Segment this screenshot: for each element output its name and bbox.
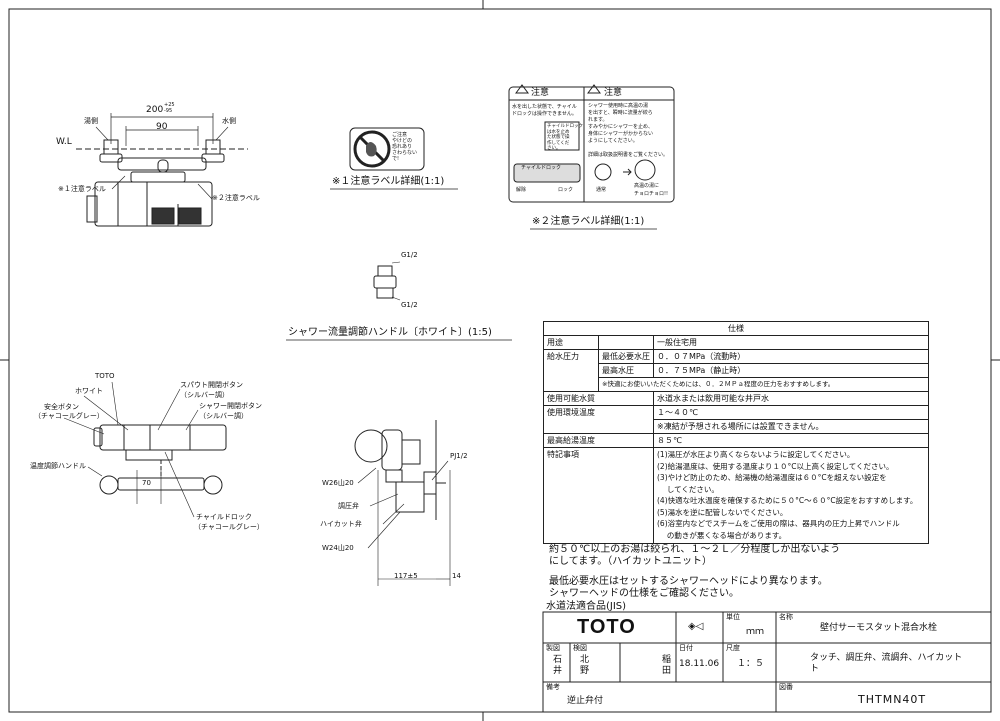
label2-title-left: 注意	[531, 88, 550, 98]
side-pressure-valve: 調圧弁	[338, 502, 359, 510]
drawing-no-label: 図番	[779, 683, 793, 691]
drawing-number: THTMN40T	[858, 693, 927, 706]
note-line-4: シャワーヘッドの仕様をご確認ください。	[549, 588, 739, 599]
label2-release: 解除	[516, 187, 527, 193]
handle-g-top: G1/2	[401, 251, 418, 259]
scale-label: 尺度	[726, 644, 740, 652]
dim-90: 90	[156, 122, 168, 132]
note-line-2: にしてます。（ハイカットユニット）	[549, 556, 712, 567]
note-line-3: 最低必要水圧はセットするシャワーヘッドにより異なります。	[549, 576, 828, 587]
spec-row: 給水圧力 最低必要水圧 ０．０７MPa（流動時）	[543, 349, 929, 392]
handle-caption: シャワー流量調節ハンドル〔ホワイト〕(1:5)	[288, 327, 492, 338]
spec-row: 使用環境温度 １～４０℃	[543, 405, 929, 434]
hot-side-label: 湯側	[84, 117, 98, 125]
label2-lock: ロック	[558, 187, 574, 193]
plan-toto: TOTO	[95, 372, 115, 380]
made-name-1: 石	[553, 655, 563, 665]
handle-g-bottom: G1/2	[401, 301, 418, 309]
label2-choro: チョロチョロ!!	[634, 191, 669, 197]
side-w24: W24山20	[322, 544, 354, 552]
label2-normal: 通常	[596, 187, 607, 193]
title-block-grid	[542, 611, 992, 713]
plan-safety-button: 安全ボタン	[44, 403, 79, 411]
jis-label: 水道法適合品(JIS)	[546, 601, 627, 612]
spec-row: 用途 一般住宅用	[543, 335, 929, 350]
plan-white: ホワイト	[75, 387, 103, 395]
label2-right-text: シャワー使用時に高温の湯 を出すと、瞬時に流量が絞ら れます。 すみやかにシャワ…	[588, 103, 654, 144]
spec-notes-row: 特記事項 (1)湯圧が水圧より高くならないように設定してください。 (2)給湯温…	[543, 447, 929, 544]
date-label: 日付	[679, 644, 693, 652]
handle-graphic	[373, 261, 401, 301]
plan-charcoal-2: （チャコールグレー）	[194, 523, 264, 531]
plan-temp-handle: 温度調節ハンドル	[30, 462, 86, 470]
product-description: タッチ、調圧弁、流調弁、ハイカット	[810, 653, 963, 663]
made-name-2: 井	[553, 666, 563, 676]
label2-child-lock: チャイルドロック	[521, 165, 561, 171]
dim-200-tol-top: +25	[164, 102, 175, 108]
spec-row: ※快適にお使いいただくためには、０．２ＭＰａ程度の圧力をおすすめします。	[544, 377, 929, 392]
date-value: 18.11.06	[679, 659, 720, 669]
side-dim-14: 14	[452, 572, 461, 580]
label2-hot: 高温の湯に	[634, 183, 660, 189]
unit-value: ｍｍ	[746, 627, 765, 637]
plan-dim-70: 70	[142, 479, 151, 487]
plan-shower-button: シャワー開閉ボタン	[199, 402, 262, 410]
plan-silver-2: （シルバー調）	[199, 412, 248, 420]
note-line-1: 約５０℃以上のお湯は絞られ、１～２Ｌ／分程度しか出ないよう	[549, 544, 841, 555]
plan-view-drawing	[63, 381, 227, 518]
label2-note: 詳細は取扱説明書をご覧ください。	[588, 152, 669, 158]
label2-left-box: チャイルドロック は水を止め た状態で操 作してくだ さい。	[547, 124, 583, 151]
spec-table: 仕様 用途 一般住宅用 給水圧力 最低必要水圧 ０．０７MPa（流動時） 最高水…	[543, 321, 929, 544]
side-w26: W26山20	[322, 479, 354, 487]
toto-logo: TOTO	[577, 616, 636, 638]
plan-spout-button: スパウト開閉ボタン	[180, 381, 243, 389]
plan-child-lock: チャイルドロック	[196, 513, 252, 521]
caution-label-2-callout: ※２注意ラベル	[212, 194, 260, 202]
label2-caption: ※２注意ラベル詳細(1:1)	[532, 216, 645, 227]
spec-header: 仕様	[543, 321, 929, 336]
waterline-label: W.L	[56, 137, 72, 147]
spec-row: 最高水圧 ０．７５MPa（静止時）	[544, 363, 929, 378]
label1-graphic	[349, 127, 425, 171]
unit-label: 単位	[726, 613, 740, 621]
spec-row: 最高給湯温度 ８５℃	[543, 433, 929, 448]
label1-text: ご注意 やけどの 恐れあり さわらない で!	[392, 132, 418, 162]
remark-value: 逆止弁付	[567, 696, 604, 706]
dim-200-tol-bottom: -95	[164, 108, 173, 114]
side-dim-117: 117±5	[394, 572, 418, 580]
check-name-4: 田	[662, 666, 672, 676]
plan-charcoal-1: （チャコールグレー）	[34, 412, 104, 420]
cold-side-label: 水側	[222, 117, 236, 125]
side-view-drawing	[354, 420, 451, 586]
side-high-cut-valve: ハイカット弁	[320, 520, 362, 528]
plan-silver-1: （シルバー調）	[180, 391, 229, 399]
check-name-3: 稲	[662, 655, 672, 665]
label1-caption: ※１注意ラベル詳細(1:1)	[332, 176, 445, 187]
label2-left-text: 水を出した状態で、チャイル ドロックは操作できません。	[512, 104, 577, 117]
product-description-2: ト	[810, 664, 820, 674]
name-label: 名称	[779, 613, 793, 621]
label2-title-right: 注意	[604, 88, 623, 98]
remark-label: 備考	[546, 683, 560, 691]
label2-graphic	[508, 84, 675, 203]
scale-value: １：５	[737, 659, 765, 669]
dim-200: 200	[146, 105, 164, 115]
check-name-2: 野	[580, 666, 590, 676]
projection-symbol-icon: ◈◁	[688, 621, 704, 632]
caution-label-1-callout: ※１注意ラベル	[58, 185, 106, 193]
side-pj: PJ1/2	[450, 452, 468, 460]
check-name-1: 北	[580, 655, 590, 665]
spec-row: 使用可能水質 水道水または飲用可能な井戸水	[543, 391, 929, 406]
made-label: 製図	[546, 644, 560, 652]
product-name: 壁付サーモスタット混合水栓	[820, 623, 938, 633]
spec-notes: (1)湯圧が水圧より高くならないように設定してください。 (2)給湯温度は、使用…	[653, 447, 929, 544]
check-label: 検図	[573, 644, 587, 652]
front-view-drawing	[76, 113, 248, 227]
